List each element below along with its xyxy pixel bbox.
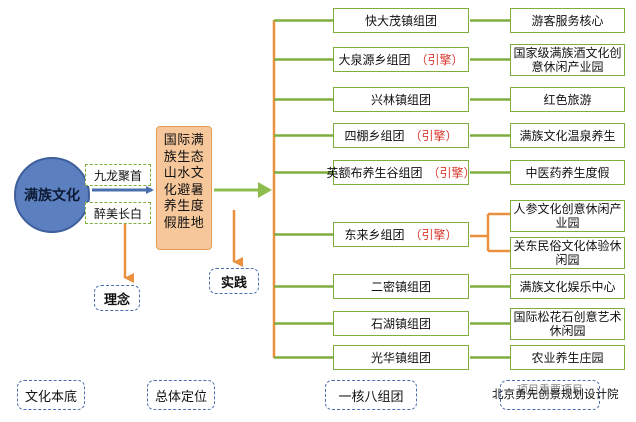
positioning-line: 族生态	[163, 149, 205, 165]
donglai-fork	[470, 212, 510, 253]
concept-box: 理念	[94, 285, 140, 311]
result-box: 满族文化温泉养生	[510, 123, 625, 148]
engine-tag: （引擎）	[427, 166, 476, 180]
result-box: 游客服务核心	[510, 8, 625, 33]
group-box: 石湖镇组团	[333, 311, 469, 336]
tag-zuimei-label: 醉美长白	[93, 206, 142, 221]
positioning-box: 国际满 族生态 山水文 化避暑 养生度 假胜地	[156, 126, 212, 250]
group-box: 光华镇组团	[333, 345, 469, 370]
group-name: 二密镇组团	[370, 280, 431, 294]
group-name: 大泉源乡组团	[338, 53, 411, 67]
bottom-projects-label: 项目重要项目	[517, 383, 583, 396]
result-box: 人参文化创意休闲产业园	[510, 200, 625, 232]
bottom-projects-box: 项目重要项目	[500, 380, 600, 410]
result-label: 中医药养生度假	[525, 165, 610, 180]
group-name: 光华镇组团	[370, 351, 431, 365]
result-label: 红色旅游	[543, 92, 592, 107]
bottom-groups-box: 一核八组团	[325, 380, 417, 410]
result-box: 中医药养生度假	[510, 160, 625, 185]
engine-tag: （引擎）	[409, 228, 458, 242]
tag-jiulong-label: 九龙聚首	[93, 168, 142, 183]
tag-zuimei: 醉美长白	[85, 202, 151, 224]
result-box: 关东民俗文化体验休闲园	[510, 237, 625, 269]
result-box: 国际松花石创意艺术休闲园	[510, 307, 625, 340]
result-label: 人参文化创意休闲产业园	[513, 202, 622, 230]
result-label: 关东民俗文化体验休闲园	[513, 239, 622, 267]
tag-jiulong: 九龙聚首	[85, 164, 151, 186]
group-name: 四棚乡组团	[344, 129, 405, 143]
group-name: 快大茂镇组团	[364, 14, 437, 28]
group-box: 英额布养生谷组团 （引擎）	[326, 160, 476, 185]
positioning-line: 养生度	[163, 199, 205, 214]
positioning-line: 假胜地	[163, 215, 205, 231]
group-name: 英额布养生谷组团	[326, 166, 423, 180]
group-name: 东来乡组团	[344, 228, 405, 242]
bottom-culture-label: 文化本底	[24, 389, 77, 405]
group-box: 二密镇组团	[333, 274, 469, 299]
positioning-line: 化避暑	[163, 182, 205, 198]
result-label: 农业养生庄园	[531, 350, 604, 365]
practice-box: 实践	[209, 268, 259, 294]
group-box: 四棚乡组团 （引擎）	[333, 123, 469, 148]
practice-label: 实践	[220, 275, 247, 291]
concept-label: 理念	[103, 292, 130, 308]
positioning-line: 国际满	[163, 133, 205, 148]
result-label: 满族文化娱乐中心	[519, 279, 616, 294]
group-name: 兴林镇组团	[370, 93, 431, 107]
result-label: 游客服务核心	[531, 13, 604, 28]
result-box: 农业养生庄园	[510, 345, 625, 370]
positioning-line: 山水文	[163, 166, 205, 181]
engine-tag: （引擎）	[415, 53, 464, 67]
watermark-text: 北京勇先创景规划设计院	[492, 387, 619, 401]
engine-tag: （引擎）	[409, 129, 458, 143]
group-box: 大泉源乡组团 （引擎）	[333, 47, 469, 72]
result-label: 国际松花石创意艺术休闲园	[513, 309, 622, 338]
result-label: 国家级满族酒文化创意休闲产业园	[513, 45, 622, 74]
group-box: 兴林镇组团	[333, 87, 469, 112]
bottom-culture-box: 文化本底	[17, 380, 85, 410]
result-box: 满族文化娱乐中心	[510, 274, 625, 299]
group-name: 石湖镇组团	[370, 317, 431, 331]
core-culture-circle: 满族文化	[14, 157, 90, 233]
result-label: 满族文化温泉养生	[519, 128, 616, 143]
core-title: 满族文化	[24, 188, 80, 204]
group-box: 东来乡组团 （引擎）	[333, 222, 469, 247]
group-box: 快大茂镇组团	[333, 8, 469, 33]
result-box: 国家级满族酒文化创意休闲产业园	[510, 43, 625, 76]
arrow-head-green	[258, 182, 272, 198]
bottom-groups-label: 一核八组团	[338, 389, 404, 405]
bottom-overall-box: 总体定位	[147, 380, 215, 410]
bottom-overall-label: 总体定位	[154, 389, 207, 405]
result-box: 红色旅游	[510, 87, 625, 112]
